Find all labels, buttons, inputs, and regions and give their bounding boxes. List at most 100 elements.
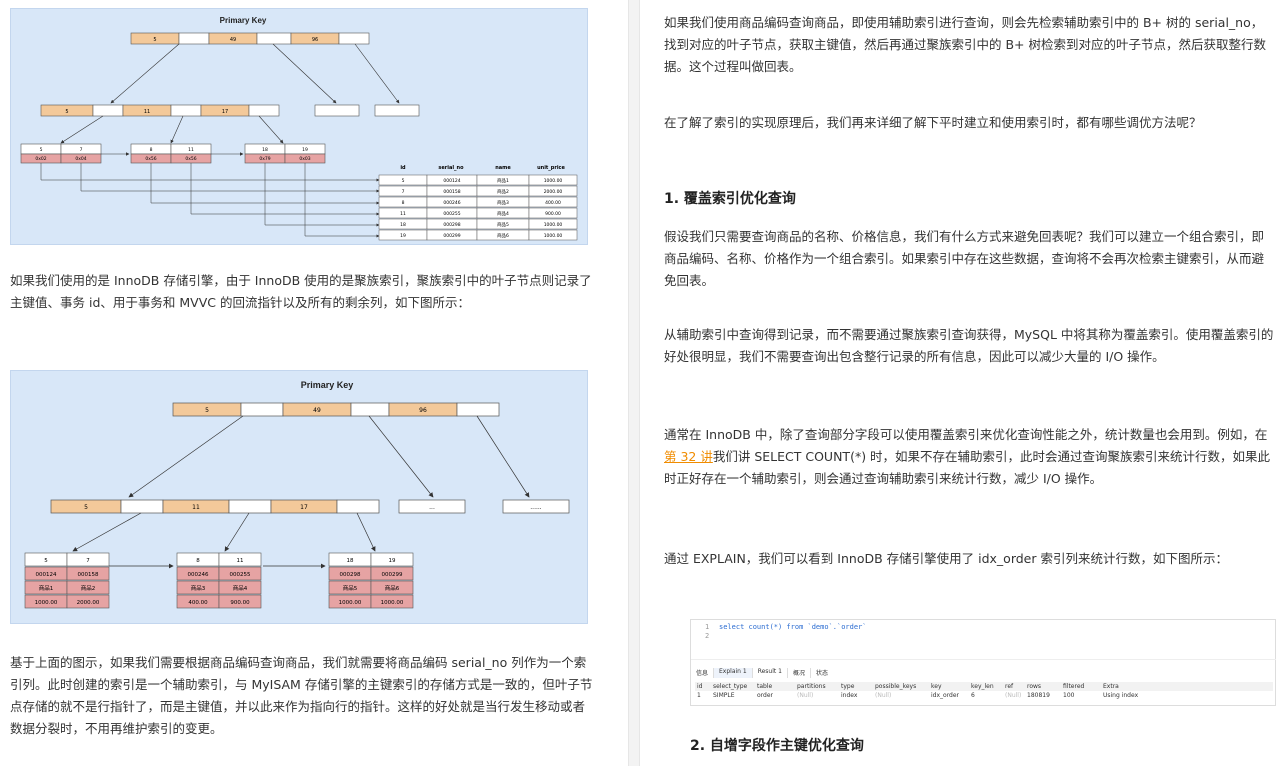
figure2-leaf-text: 1000.00 <box>35 600 58 606</box>
figure1-table-cell-text: 18 <box>400 222 406 228</box>
figure2-leaf-text: 商品5 <box>343 584 358 592</box>
explain-cell: (Null) <box>797 692 814 699</box>
sql-editor[interactable]: 1 select count(*) from `demo`.`order` 2 <box>691 620 1276 660</box>
explain-header-cell: id <box>697 683 703 690</box>
figure1-table-cell <box>528 174 578 186</box>
figure2-leaf-cell <box>66 580 110 595</box>
figure1-table-cell-text: 000255 <box>443 211 460 217</box>
figure2-leaf-cell <box>218 580 262 595</box>
figure1-table-header: unit_price <box>537 165 565 171</box>
figure2-leaf-text: 000299 <box>382 572 403 578</box>
figure1-table-cell-text: 商品4 <box>497 210 509 217</box>
figure1-leaf-key: 18 <box>262 147 268 153</box>
figure2-l2-key: 11 <box>192 504 200 511</box>
left-column: Primary Key 5 49 96 <box>0 0 620 766</box>
explain-cell: (Null) <box>1005 692 1022 699</box>
figure2-title: Primary Key <box>301 380 354 390</box>
explain-cell: (Null) <box>875 692 892 699</box>
explain-header-cell: filtered <box>1063 683 1085 690</box>
figure2-leaf-text: 000246 <box>188 572 209 578</box>
figure1-table-cell-text: 11 <box>400 211 406 217</box>
figure2-root-key: 96 <box>419 407 427 414</box>
paragraph-explain: 通过 EXPLAIN，我们可以看到 InnoDB 存储引擎使用了 idx_ord… <box>664 551 1228 566</box>
sql-client-screenshot: 1 select count(*) from `demo`.`order` 2 … <box>690 619 1276 706</box>
figure2-leaf-text: 000298 <box>340 572 361 578</box>
figure1-table-header: id <box>400 165 406 171</box>
paragraph-tuning-intro: 在了解了索引的实现原理后，我们再来详细了解下平时建立和使用索引时，都有哪些调优方… <box>664 115 1202 130</box>
figure1-svg: Primary Key 5 49 96 <box>20 16 578 241</box>
figure1-table-cell-text: 商品3 <box>497 199 509 206</box>
figure1-table-cell <box>528 218 578 230</box>
figure1-leaf-key: 11 <box>188 147 194 153</box>
explain-header-cell: possible_keys <box>875 683 917 690</box>
paragraph-composite-index: 假设我们只需要查询商品的名称、价格信息，我们有什么方式来避免回表呢？我们可以建立… <box>664 229 1265 288</box>
explain-cell: index <box>841 692 858 699</box>
explain-cell: 6 <box>971 692 975 699</box>
figure1-table-cell-text: 400.00 <box>545 200 561 206</box>
explain-header-cell: ref <box>1005 683 1014 690</box>
figure2-leaf-text: 5 <box>44 558 48 564</box>
sql-code: select count(*) from `demo`.`order` <box>719 623 867 631</box>
figure1-l2-key: 5 <box>65 109 68 115</box>
figure1-table-cell-text: 000299 <box>443 233 460 239</box>
figure1-l2-key: 17 <box>222 109 228 115</box>
figure2-leaf-text: 商品3 <box>191 584 206 592</box>
figure2-leaf-text: 900.00 <box>230 600 250 606</box>
figure1-root-key: 49 <box>230 37 236 43</box>
column-divider <box>628 0 640 766</box>
figure1-pointer-lines <box>40 163 380 238</box>
figure2-l2-key: 17 <box>300 504 308 511</box>
figure1-leaf-ptr: 0x79 <box>259 156 270 162</box>
figure2-leaf-cell <box>66 552 110 567</box>
figure-primary-key-pointers: Primary Key 5 49 96 <box>10 8 588 245</box>
figure1-leaf-ptr: 0x56 <box>145 156 156 162</box>
paragraph-count-usage: 通常在 InnoDB 中，除了查询部分字段可以使用覆盖索引来优化查询性能之外，统… <box>664 424 1274 490</box>
tab-status[interactable]: 状态 <box>816 670 829 677</box>
figure2-level2-node: 5 11 17 <box>50 499 380 514</box>
tab-overview[interactable]: 概况 <box>788 668 811 678</box>
figure1-root-node: 5 49 96 <box>130 32 370 45</box>
figure1-table-cell <box>528 196 578 208</box>
figure1-leaf-key: 7 <box>80 147 83 153</box>
figure1-table-header: serial_no <box>438 165 464 171</box>
tab-info[interactable]: 信息 <box>691 668 715 678</box>
figure2-root-key: 49 <box>313 407 321 414</box>
figure1-table-cell-text: 商品2 <box>497 188 509 195</box>
figure2-leaf-cell <box>370 580 414 595</box>
figure1-table-cell-text: 8 <box>402 200 405 206</box>
figure1-table-cell <box>528 185 578 197</box>
explain-cell: order <box>757 692 773 699</box>
figure2-node-ellipsis <box>502 499 570 514</box>
figure1-leaf-ptr: 0x02 <box>35 156 46 162</box>
figure2-leaf-text: 商品6 <box>385 584 400 592</box>
paragraph-innodb-cluster: 如果我们使用的是 InnoDB 存储引擎，由于 InnoDB 使用的是聚族索引，… <box>10 273 592 310</box>
figure1-leaf-key: 8 <box>150 147 153 153</box>
figure2-leaf-text: 商品1 <box>39 584 54 592</box>
figure2-leaf-text: 18 <box>347 558 354 564</box>
explain-header-cell: key <box>931 683 942 690</box>
line-number: 1 <box>705 623 710 631</box>
figure2-leaf-text: 000255 <box>230 572 251 578</box>
figure2-leaf-text: 商品2 <box>81 584 96 592</box>
figure1-leaf-key: 5 <box>40 147 43 153</box>
figure1-table-cell-text: 000298 <box>443 222 460 228</box>
figure2-svg: Primary Key 5 49 96 <box>24 380 570 609</box>
lesson-32-link[interactable]: 第 32 讲 <box>664 449 713 464</box>
paragraph-covering-index-def: 从辅助索引中查询得到记录，而不需要通过聚族索引查询获得，MySQL 中将其称为覆… <box>664 327 1274 364</box>
figure1-leaf-1: 5 7 0x02 0x04 <box>20 143 102 164</box>
explain-header-cell: Extra <box>1103 683 1119 690</box>
result-tabs: 信息 Explain 1 Result 1 概况 状态 <box>691 668 833 678</box>
figure2-root-key: 5 <box>205 407 209 414</box>
tab-explain[interactable]: Explain 1 <box>714 668 753 678</box>
figure1-table-header: name <box>495 165 511 171</box>
figure2-leaf-text: 7 <box>86 558 90 564</box>
explain-header-cell: table <box>757 683 773 690</box>
figure1-table-cell-text: 1000.00 <box>544 178 563 184</box>
figure1-leaf-ptr: 0x03 <box>299 156 310 162</box>
figure1-level2-node: 5 11 17 <box>40 104 280 117</box>
tab-result[interactable]: Result 1 <box>753 668 788 678</box>
